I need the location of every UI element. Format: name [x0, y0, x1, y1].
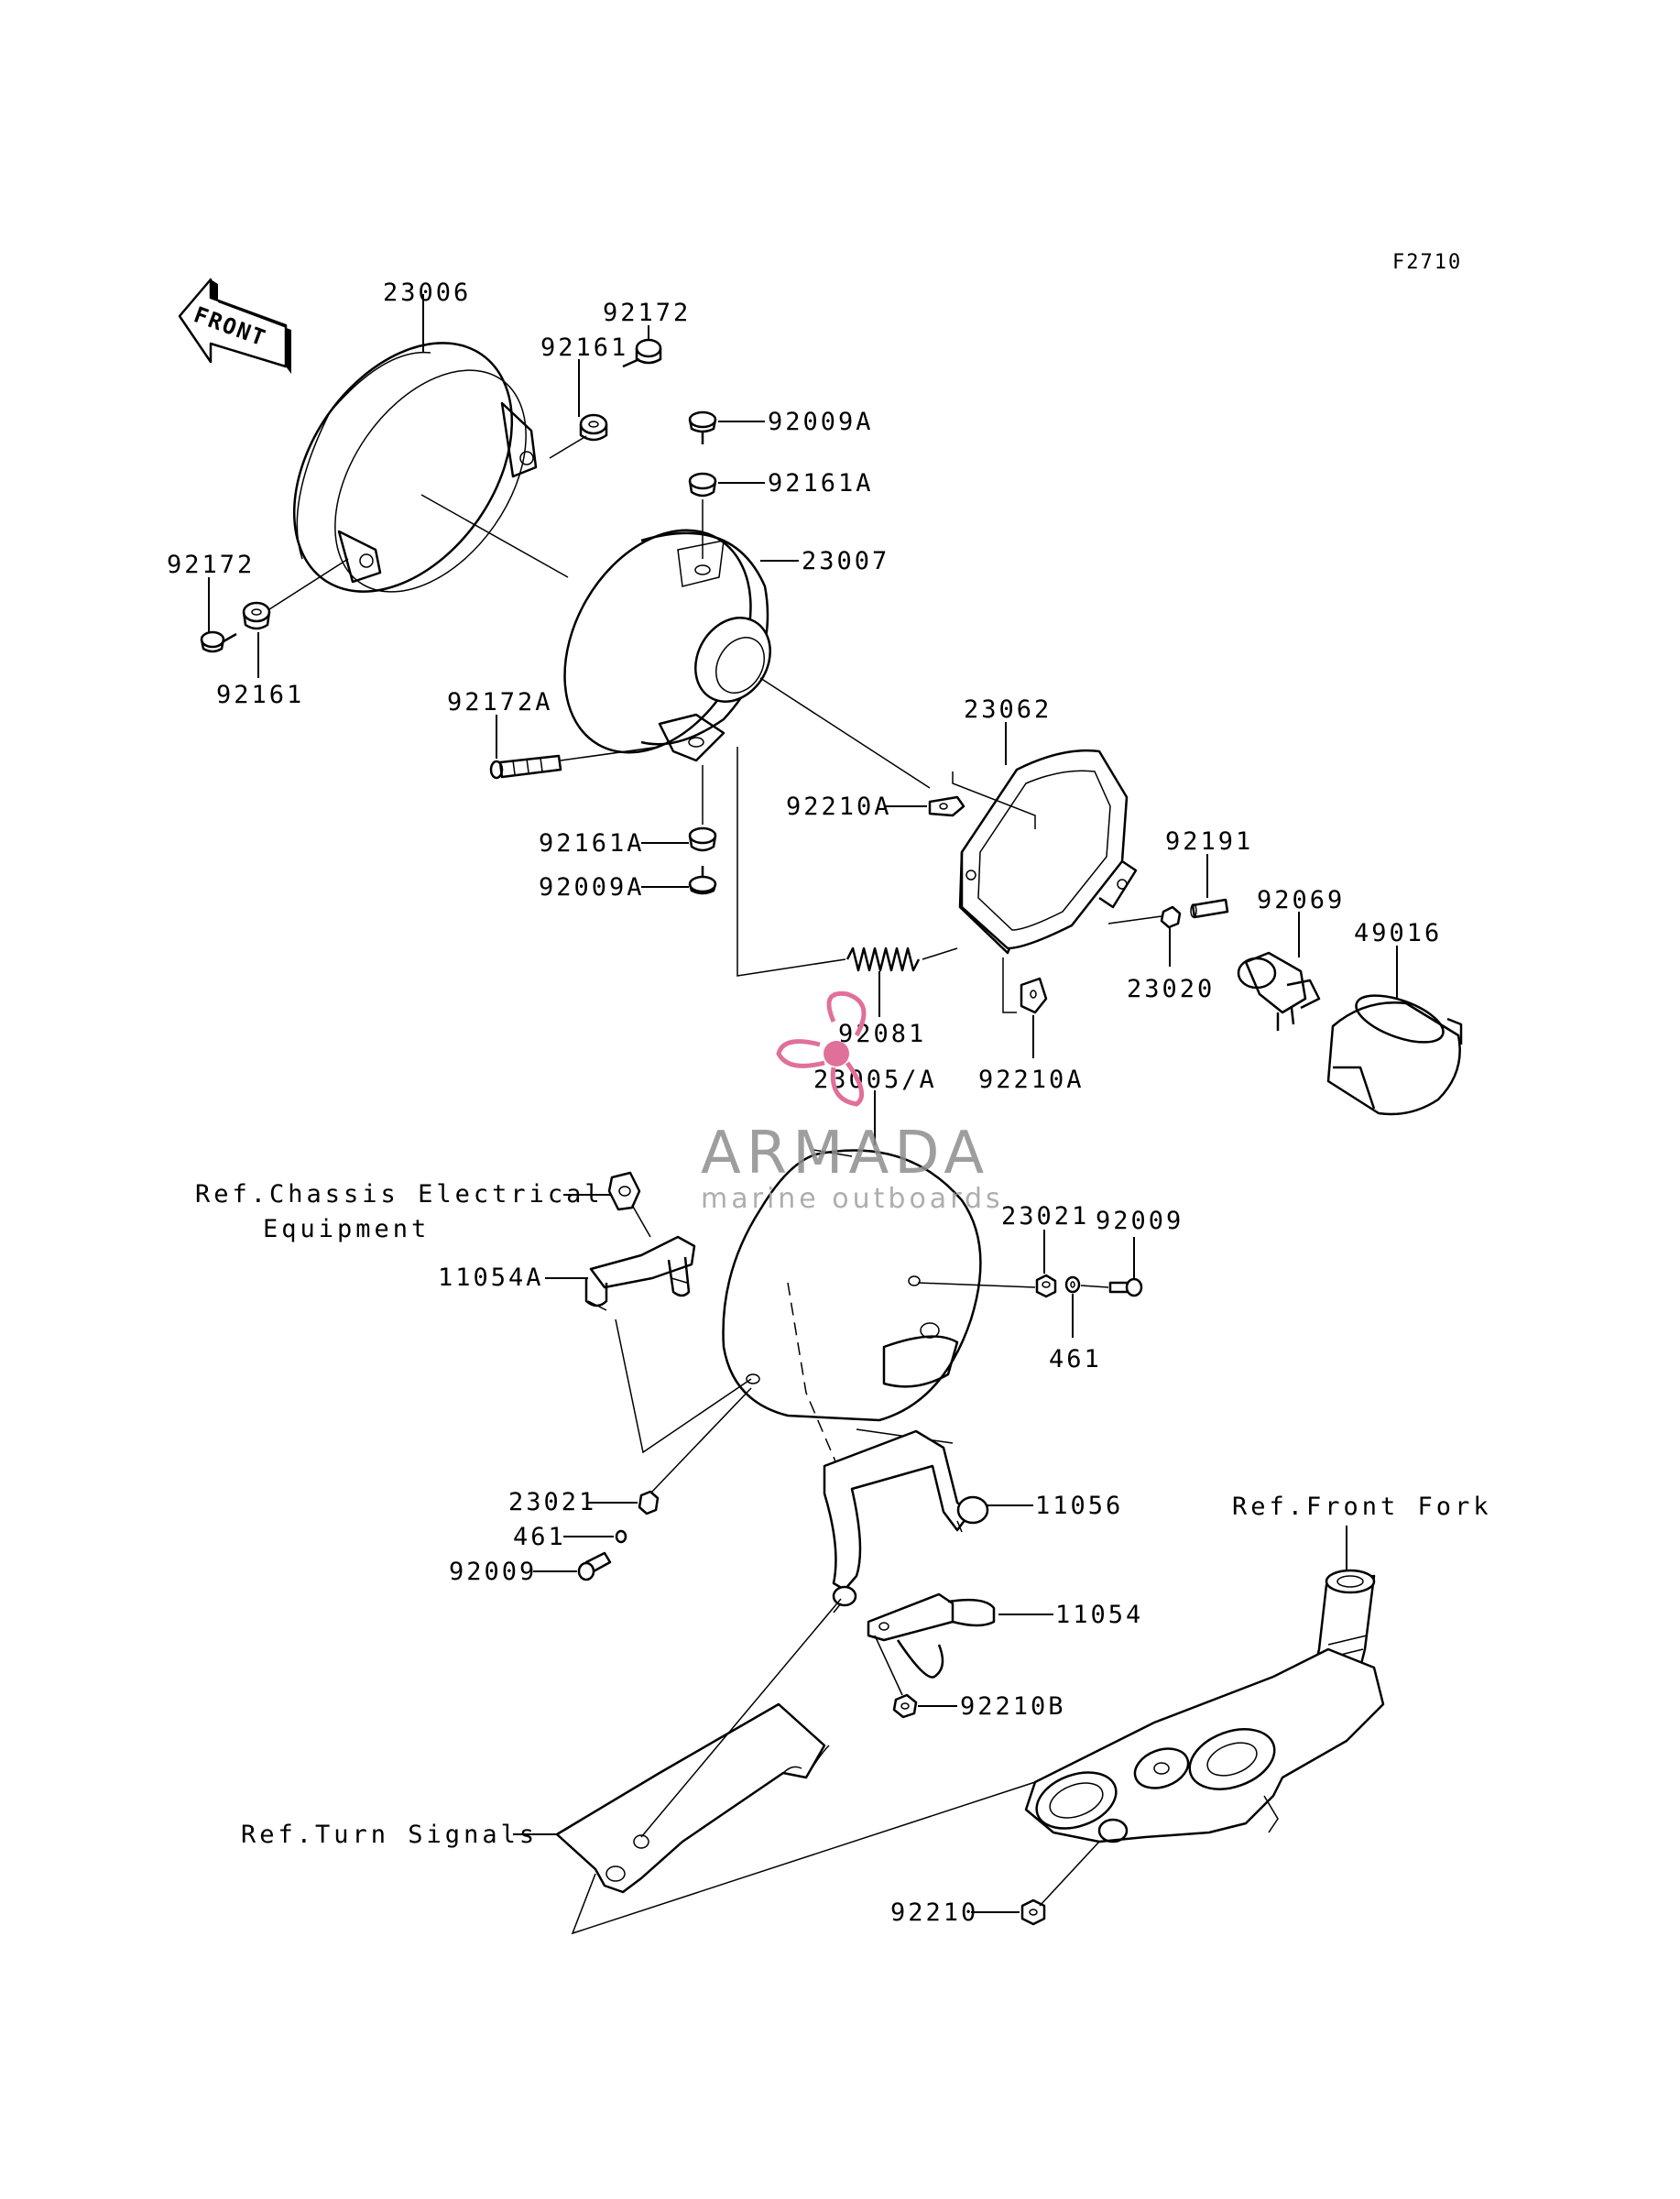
clip-92210A-bottom [1020, 977, 1048, 1014]
headlight-rim-23006 [292, 342, 538, 593]
label-11054A: 11054A [438, 1264, 544, 1292]
nut-92210B [892, 1693, 918, 1719]
label-92069: 92069 [1257, 886, 1345, 914]
ref-front-fork: Ref.Front Fork [1232, 1493, 1492, 1521]
label-92210A-top: 92210A [786, 793, 892, 821]
screw-92009A-bottom [688, 866, 717, 895]
label-49016: 49016 [1354, 919, 1442, 947]
washer-461-left [615, 1529, 627, 1544]
headlight-cover-23005A [722, 1149, 982, 1444]
label-92210A-bottom: 92210A [978, 1066, 1085, 1094]
label-23062: 23062 [964, 695, 1052, 724]
clip-92210A-top [928, 795, 965, 817]
bracket-11054 [867, 1592, 996, 1679]
turn-signal-bracket [555, 1702, 830, 1894]
label-92161A-top: 92161A [768, 469, 874, 498]
label-92161A-bottom: 92161A [539, 829, 645, 858]
label-92009A-bottom: 92009A [539, 873, 645, 902]
screw-92172-top [622, 338, 662, 368]
label-23021-right: 23021 [1001, 1202, 1089, 1231]
collar-23021-left [638, 1490, 660, 1515]
label-92161-left: 92161 [216, 681, 304, 709]
grommet-92161-left [242, 601, 271, 630]
screw-92172-left [200, 630, 237, 653]
label-92081: 92081 [838, 1020, 926, 1048]
label-23006: 23006 [383, 279, 471, 307]
grommet-92161A-bottom [688, 826, 717, 852]
propeller-logo-icon [776, 990, 867, 1107]
label-23020: 23020 [1127, 975, 1215, 1003]
front-fork-triple-clamp [1024, 1569, 1385, 1843]
label-11054: 11054 [1055, 1601, 1143, 1629]
label-461-left: 461 [513, 1523, 566, 1551]
nut-23020 [1160, 905, 1182, 929]
ref-chassis-equipment: Equipment [263, 1215, 430, 1243]
label-92009A-top: 92009A [768, 408, 874, 436]
label-92210B: 92210B [960, 1692, 1066, 1721]
label-92009-left: 92009 [449, 1558, 537, 1586]
label-92210: 92210 [890, 1898, 978, 1927]
label-92191: 92191 [1165, 827, 1253, 856]
watermark-brand: ARMADA [701, 1120, 989, 1187]
ref-turn-signals: Ref.Turn Signals [241, 1821, 538, 1849]
screw-92009-right [1108, 1277, 1143, 1297]
grommet-92161-top [579, 413, 608, 442]
figure-code: F2710 [1392, 251, 1462, 274]
bulb-92069 [1237, 951, 1321, 1031]
headlight-housing-23007 [563, 529, 771, 762]
label-11056: 11056 [1035, 1492, 1123, 1520]
collar-23021-right [1035, 1274, 1057, 1298]
label-92172-left: 92172 [167, 551, 255, 579]
label-23007: 23007 [802, 547, 889, 575]
screw-92009A-top [688, 410, 717, 444]
headlight-frame-23062 [958, 749, 1138, 955]
label-92009-right: 92009 [1096, 1207, 1184, 1235]
front-arrow-icon: FRONT [178, 278, 291, 374]
screw-92009-left [577, 1551, 612, 1581]
watermark-tagline: marine outboards [701, 1183, 1004, 1215]
label-92172-top: 92172 [603, 299, 691, 327]
screw-92172A [489, 754, 562, 780]
bracket-11056 [823, 1429, 989, 1614]
nut-92210 [1020, 1898, 1046, 1926]
bracket-11054A [584, 1235, 696, 1311]
label-92161-top: 92161 [540, 334, 628, 362]
armada-watermark: ARMADA marine outboards [701, 990, 1004, 1215]
grommet-92161A-top [688, 472, 717, 498]
label-92172A: 92172A [447, 688, 553, 717]
connector-chassis [607, 1171, 651, 1238]
dust-cover-49016 [1326, 994, 1463, 1116]
label-23021-left: 23021 [508, 1488, 596, 1516]
label-461-right: 461 [1049, 1345, 1102, 1373]
washer-461-right [1064, 1275, 1081, 1294]
spring-92081 [845, 946, 921, 972]
ref-chassis-electrical: Ref.Chassis Electrical [195, 1180, 604, 1209]
pin-92191 [1190, 898, 1229, 919]
